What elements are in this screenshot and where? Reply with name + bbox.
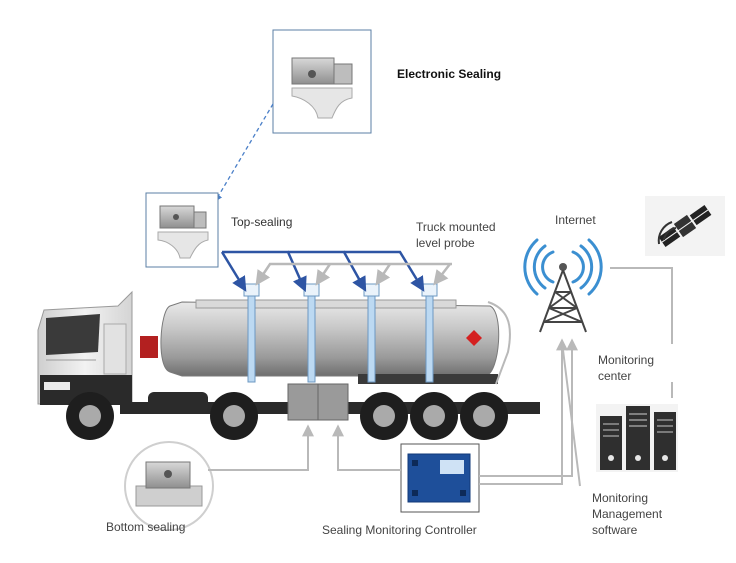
top-sealing-label: Top-sealing bbox=[231, 215, 293, 229]
management-software-line3: software bbox=[592, 523, 638, 537]
monitoring-center-line1: Monitoring bbox=[598, 353, 655, 367]
level-probe-label-line2: level probe bbox=[416, 236, 475, 250]
dashed-link-line bbox=[214, 103, 274, 203]
wheels bbox=[66, 392, 508, 440]
tank-cable bbox=[487, 301, 511, 385]
top-sealing-image bbox=[145, 192, 219, 268]
level-probe-label: Truck mounted level probe bbox=[416, 219, 496, 251]
management-software-line1: Monitoring bbox=[592, 491, 649, 505]
antenna-tower-icon bbox=[523, 238, 603, 333]
level-probe-arrows bbox=[255, 262, 452, 286]
management-software-label: Monitoring Management software bbox=[592, 490, 662, 538]
level-probes bbox=[243, 283, 438, 383]
bottom-sealing-image bbox=[124, 441, 214, 531]
satellite-icon bbox=[645, 196, 725, 256]
truck-cab bbox=[37, 290, 158, 405]
monitoring-center-label: Monitoring center bbox=[598, 352, 654, 384]
electronic-sealing-label: Electronic Sealing bbox=[397, 67, 502, 81]
top-sealing-arrows bbox=[220, 250, 425, 293]
server-rack-icon bbox=[596, 404, 678, 472]
management-software-line2: Management bbox=[592, 507, 663, 521]
monitoring-center-line2: center bbox=[598, 369, 632, 383]
internet-label: Internet bbox=[555, 213, 596, 227]
controller-label: Sealing Monitoring Controller bbox=[322, 523, 477, 537]
tank-body bbox=[160, 299, 500, 377]
level-probe-label-line1: Truck mounted bbox=[416, 220, 496, 234]
connection-lines bbox=[208, 267, 673, 487]
bottom-sealing-label: Bottom sealing bbox=[106, 520, 186, 534]
sealing-monitoring-controller-image bbox=[400, 443, 480, 513]
electronic-sealing-image bbox=[272, 29, 372, 134]
